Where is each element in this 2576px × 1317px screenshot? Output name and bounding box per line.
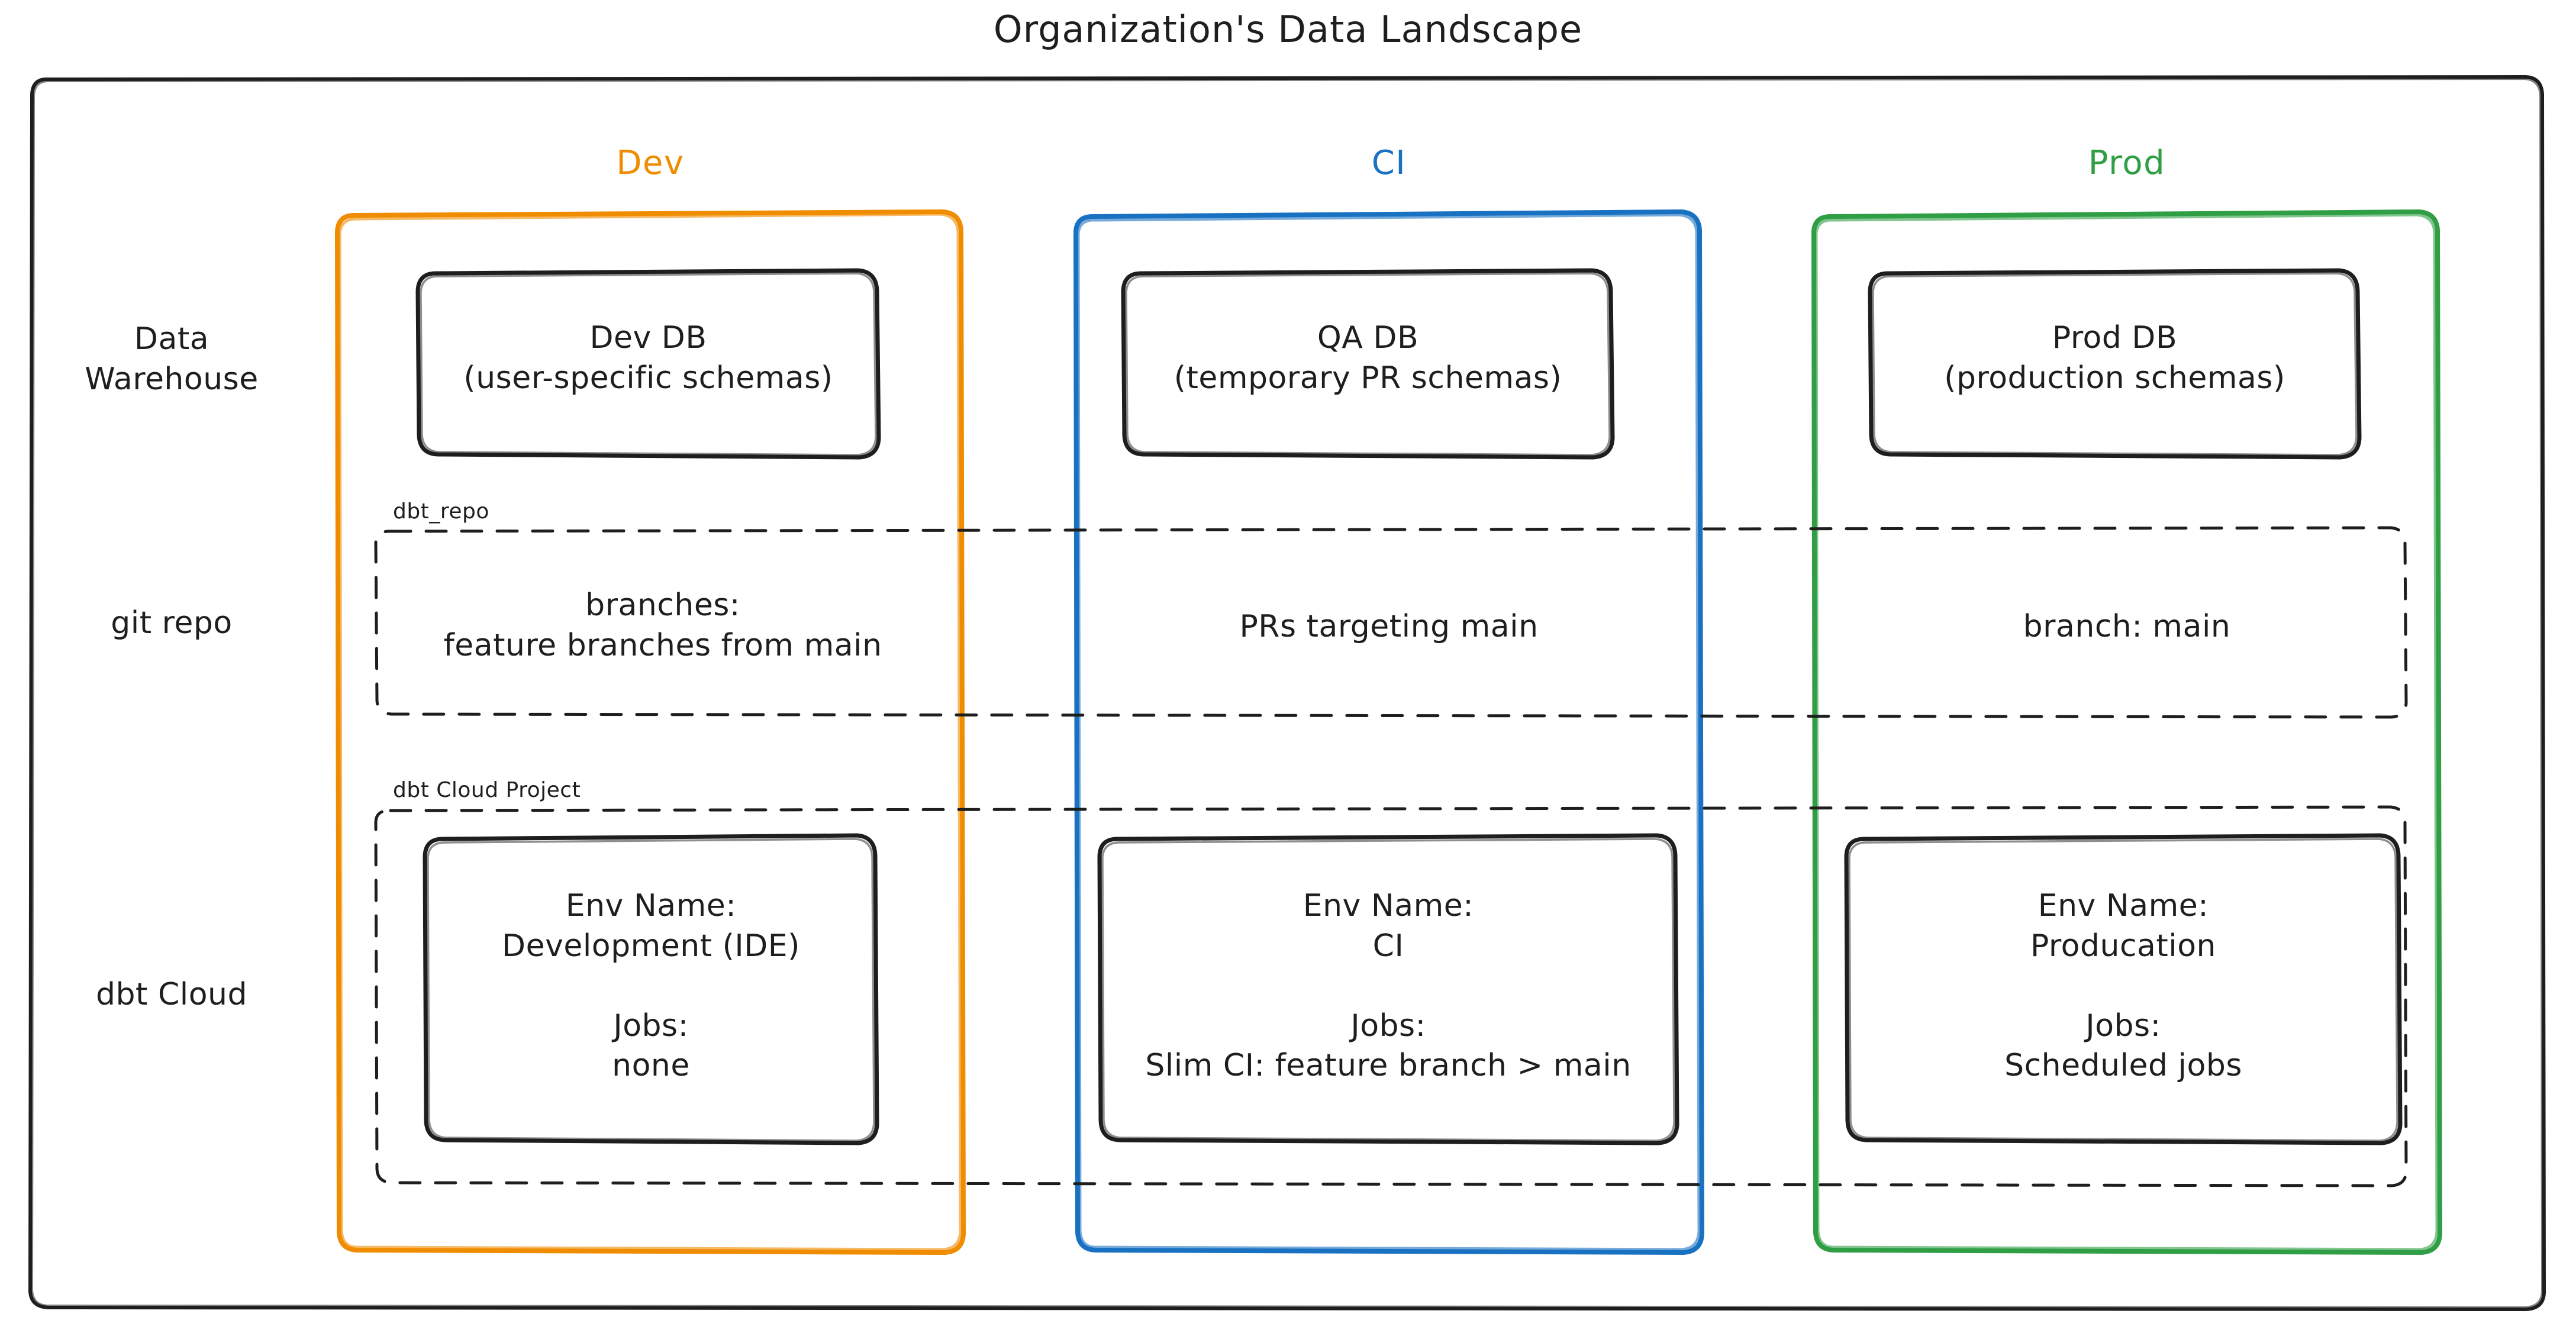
- group-tag-dbt-cloud-project: dbt Cloud Project: [393, 778, 581, 802]
- node-text-git-prod: branch: main: [2023, 609, 2231, 644]
- outer-frame: [28, 75, 2546, 1312]
- column-header-prod: Prod: [2088, 144, 2166, 182]
- row-label-git-repo: git repo: [111, 605, 233, 641]
- node-text-prod-db: Prod DB (production schemas): [1944, 320, 2285, 396]
- column-header-ci: CI: [1371, 144, 1407, 182]
- node-text-qa-db: QA DB (temporary PR schemas): [1173, 320, 1562, 396]
- diagram-title: Organization's Data Landscape: [993, 8, 1583, 51]
- group-tag-dbt-repo: dbt_repo: [393, 499, 489, 524]
- node-text-git-dev: branches: feature branches from main: [443, 588, 882, 663]
- node-text-env-prod: Env Name: Producation Jobs: Scheduled jo…: [2004, 888, 2242, 1084]
- node-text-env-dev: Env Name: Development (IDE) Jobs: none: [502, 888, 800, 1084]
- row-label-data-warehouse: Data Warehouse: [85, 321, 259, 397]
- node-text-env-ci: Env Name: CI Jobs: Slim CI: feature bran…: [1145, 888, 1632, 1084]
- node-text-git-ci: PRs targeting main: [1239, 609, 1539, 644]
- column-header-dev: Dev: [616, 144, 685, 182]
- row-label-dbt-cloud: dbt Cloud: [96, 977, 247, 1012]
- node-text-dev-db: Dev DB (user-specific schemas): [463, 320, 833, 396]
